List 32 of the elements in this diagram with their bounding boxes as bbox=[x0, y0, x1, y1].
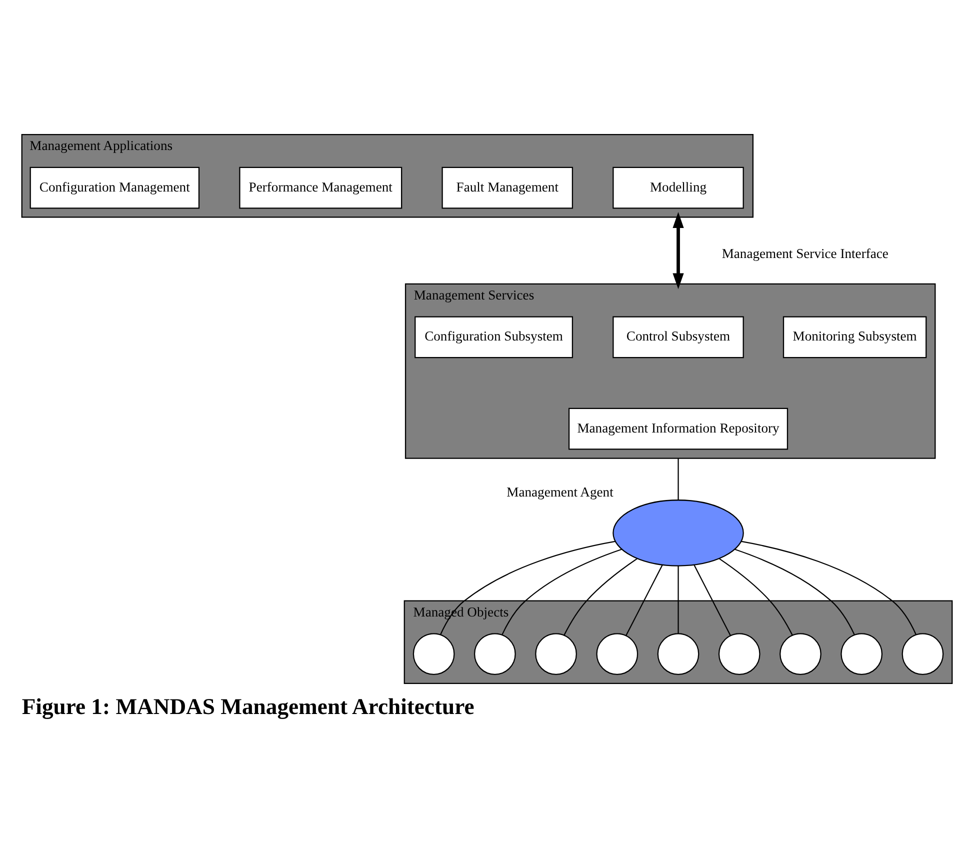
node-circle bbox=[718, 632, 760, 674]
node-box: Fault Management bbox=[442, 166, 574, 208]
node-box: Modelling bbox=[612, 166, 744, 208]
connector bbox=[678, 565, 679, 634]
node-circle bbox=[596, 632, 638, 674]
connector bbox=[678, 458, 679, 500]
node-circle bbox=[412, 632, 455, 674]
connector bbox=[719, 558, 793, 636]
node-circle bbox=[902, 632, 944, 674]
node-circle bbox=[535, 632, 577, 674]
connector bbox=[741, 540, 917, 634]
node-box: Monitoring Subsystem bbox=[782, 316, 927, 358]
node-circle bbox=[474, 632, 516, 674]
node-label: Management Agent bbox=[506, 484, 614, 499]
connector bbox=[564, 558, 638, 636]
connector bbox=[734, 548, 855, 634]
connector bbox=[626, 564, 663, 636]
connector bbox=[440, 540, 616, 634]
caption: Figure 1: MANDAS Management Architecture bbox=[22, 694, 474, 719]
node-box: Configuration Subsystem bbox=[414, 316, 574, 358]
node-box: Management Information Repository bbox=[568, 407, 788, 450]
node-ellipse bbox=[612, 499, 744, 566]
connector bbox=[694, 564, 731, 636]
node-box: Configuration Management bbox=[30, 166, 200, 208]
connector bbox=[502, 548, 622, 634]
node-box: Performance Management bbox=[239, 166, 402, 208]
node-box: Control Subsystem bbox=[612, 316, 744, 358]
node-circle bbox=[840, 632, 883, 674]
arrow bbox=[672, 212, 684, 289]
edge-label: Management Service Interface bbox=[722, 246, 888, 261]
node-circle bbox=[657, 632, 700, 674]
node-circle bbox=[780, 632, 822, 674]
